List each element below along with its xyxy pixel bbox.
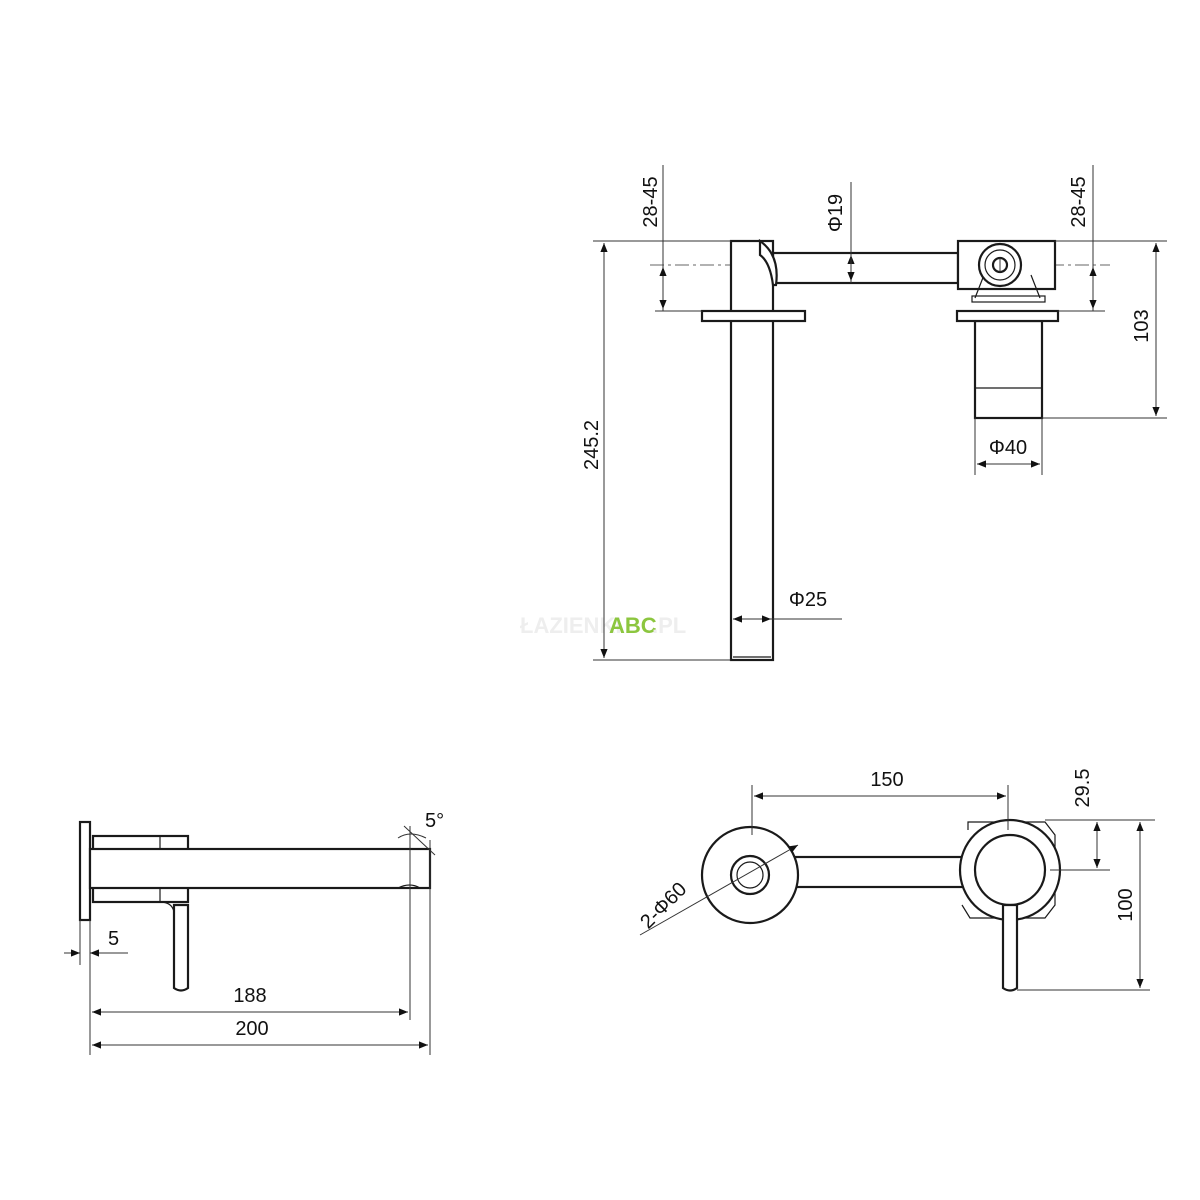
dim-height-valve: 103	[1131, 309, 1153, 342]
dim-reach-inner: 188	[233, 985, 266, 1007]
dim-angle: 5°	[425, 810, 444, 832]
dim-reach-total: 200	[235, 1018, 268, 1040]
dim-right-wall: 28-45	[1068, 176, 1090, 227]
spout-tube	[729, 239, 775, 662]
dim-height: 100	[1115, 888, 1137, 921]
dim-left-wall: 28-45	[640, 176, 662, 227]
svg-text:.PL: .PL	[652, 613, 686, 638]
wall-plate-right	[955, 309, 1060, 323]
svg-text:ŁAZIENKI: ŁAZIENKI	[520, 613, 621, 638]
dim-pipe-dia: Φ19	[825, 194, 847, 232]
side-view: 5° 5 188 200	[64, 810, 444, 1055]
spout-cap	[758, 238, 778, 287]
dim-plate: 5	[108, 928, 119, 950]
watermark: ŁAZIENKI ABC .PL	[520, 613, 686, 638]
watermark-brand: ABC	[609, 613, 657, 638]
dim-spout-length: 245.2	[581, 420, 603, 470]
wall-plate-left	[700, 309, 807, 323]
top-view: 245.2 28-45 Φ19 28-45 103 Φ40 Φ25	[581, 165, 1167, 662]
front-view: 150 2-Φ60 29.5 100	[636, 769, 1155, 992]
connecting-pipe	[771, 251, 960, 285]
dim-offset: 29.5	[1072, 769, 1094, 808]
dim-valve-dia: Φ40	[989, 437, 1027, 459]
lever-handle	[172, 903, 190, 992]
valve-cylinder	[973, 319, 1044, 420]
wall-plate	[78, 820, 92, 922]
spout	[88, 847, 432, 890]
lever-handle-front	[1001, 903, 1019, 992]
dim-spout-dia: Φ25	[789, 589, 827, 611]
connecting-pipe-front	[793, 855, 967, 889]
dim-rosette: 2-Φ60	[636, 878, 691, 933]
dim-spacing: 150	[870, 769, 903, 791]
